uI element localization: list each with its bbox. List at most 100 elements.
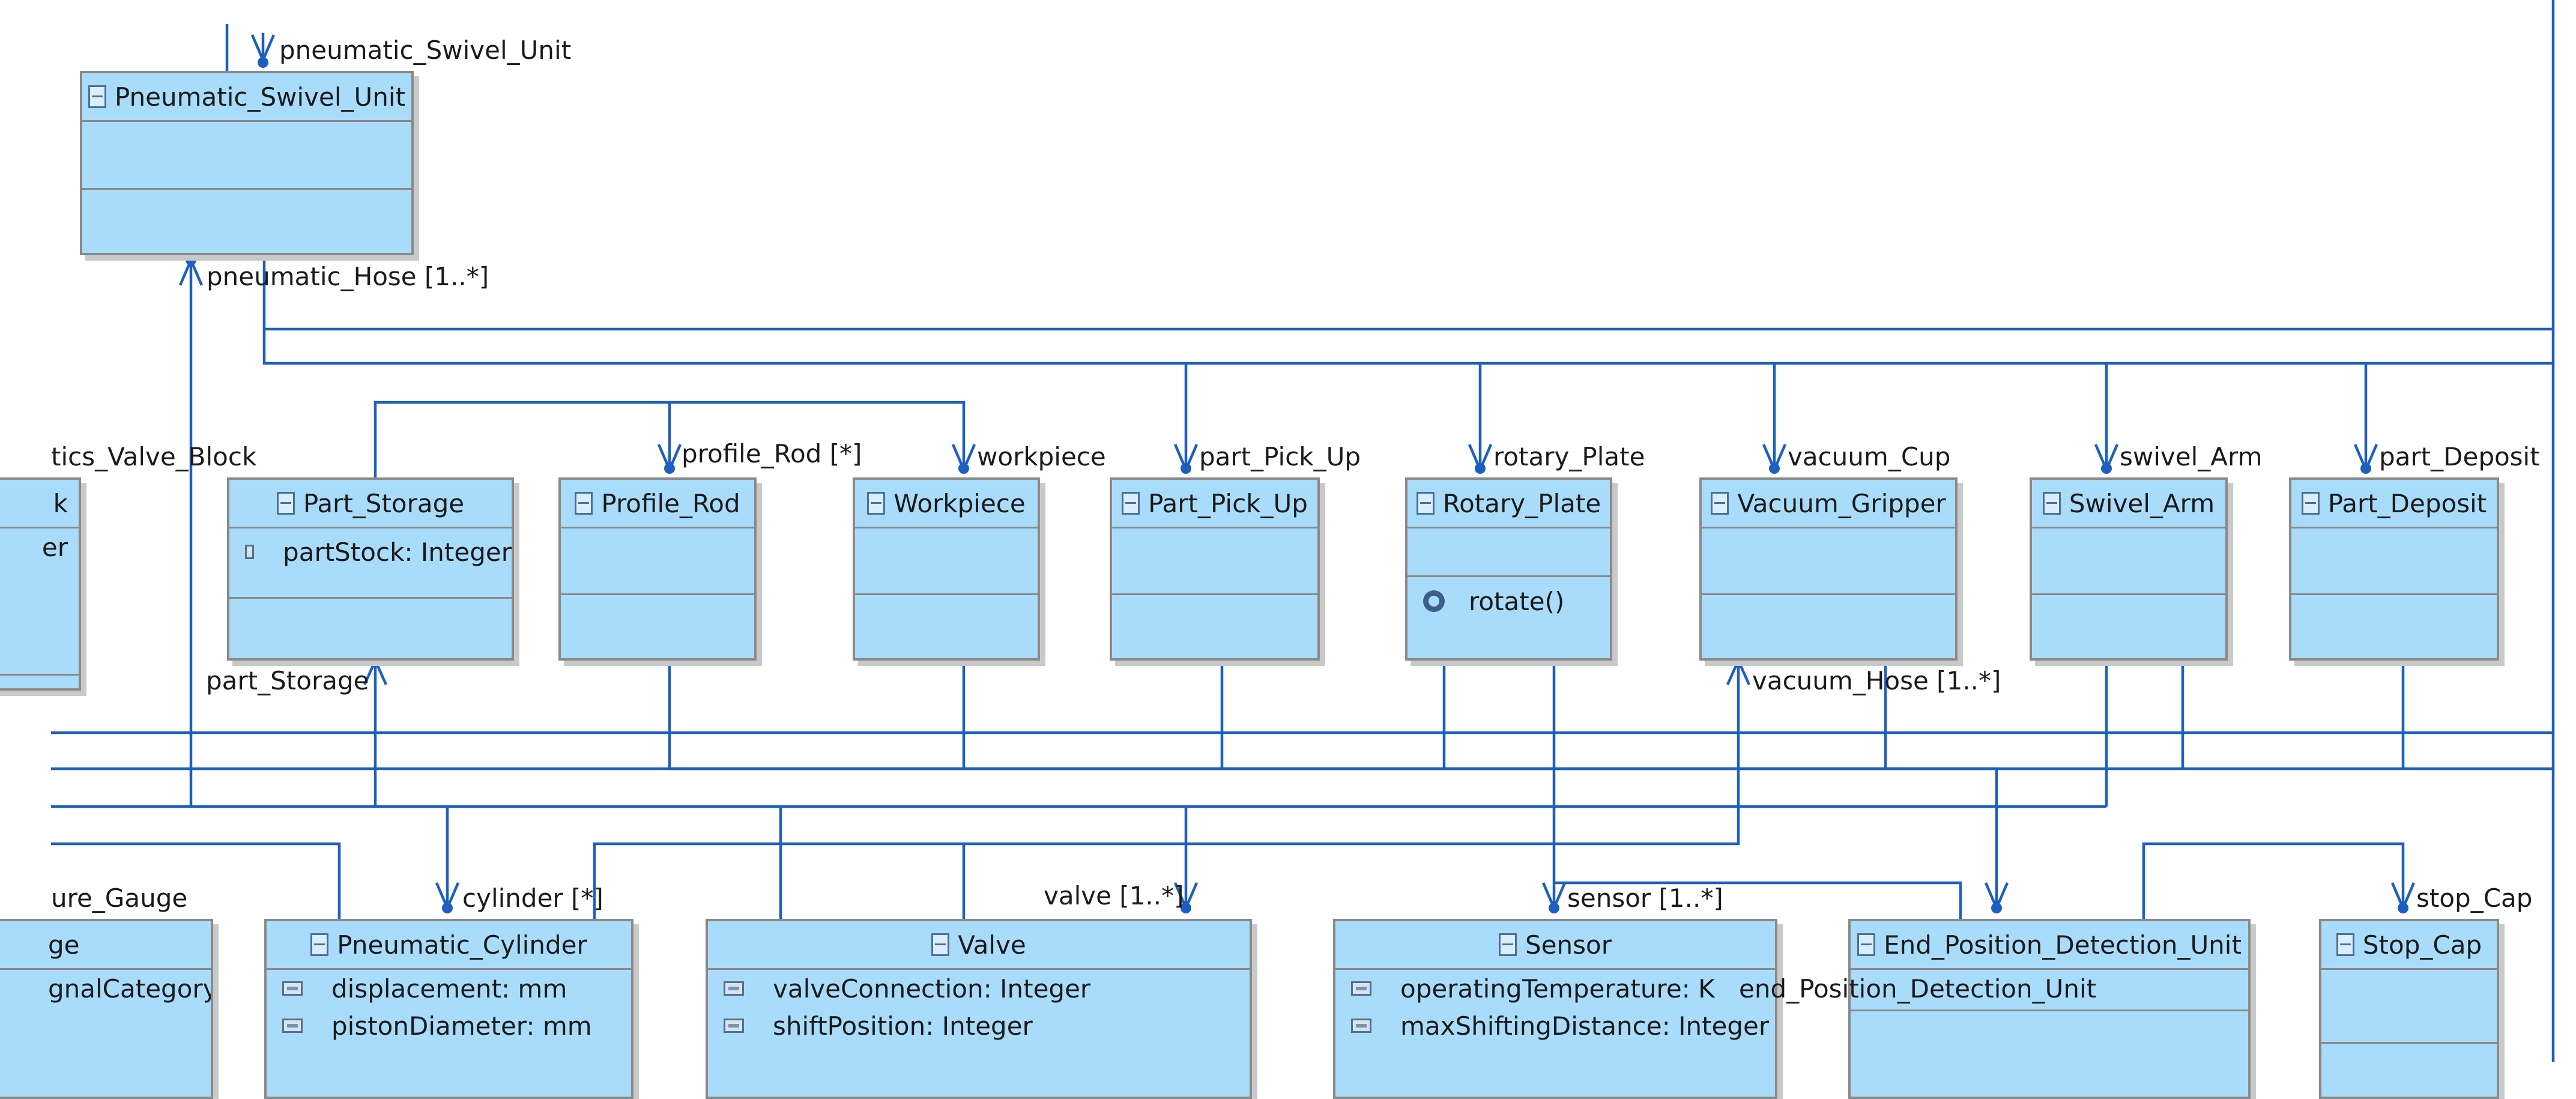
operations-compartment [82,188,411,190]
attributes-compartment [82,122,411,188]
operations-compartment [561,593,754,595]
end-dot [1181,903,1191,913]
block-title: Workpiece [893,488,1026,518]
attributes-compartment [561,528,754,593]
end-dot [258,57,268,68]
property-icon [1351,981,1371,996]
block-part-pick-up[interactable]: Part_Pick_Up [1110,477,1320,661]
block-icon [2301,492,2320,515]
block-header: k [0,480,79,528]
end-dot [186,255,196,265]
block-icon [1416,492,1435,515]
operation-text: rotate() [1469,586,1565,616]
end-dot [2360,463,2371,474]
attribute-row[interactable]: pistonDiameter: mm [267,1007,631,1044]
attribute-row[interactable]: end_Position_Detection_Unit [1739,970,2248,1007]
operations-compartment: rotate() [1407,575,1610,625]
role-label-part-pick-up: part_Pick_Up [1199,442,1361,471]
block-icon [575,492,593,515]
block-title: Part_Pick_Up [1148,488,1308,518]
block-header: Valve [708,921,1250,970]
role-label-stop-cap: stop_Cap [2416,883,2532,913]
connector-profile-rod-down[interactable] [668,661,1998,908]
role-label-cylinder: cylinder [*] [462,883,603,913]
block-title: Sensor [1525,930,1612,960]
block-part-deposit[interactable]: Part_Deposit [2289,477,2499,661]
block-title: Rotary_Plate [1442,488,1601,518]
block-title: k [53,488,68,518]
property-icon [724,1019,744,1033]
attribute-text: displacement: mm [331,973,567,1004]
attribute-row[interactable]: operatingTemperature: K [1335,970,1775,1007]
block-header: Rotary_Plate [1407,480,1610,528]
connector-sensor-end-position [1554,881,1962,919]
connector-stop-cap[interactable] [2142,842,2405,919]
block-title: Vacuum_Gripper [1737,488,1946,518]
block-valve[interactable]: Valve valveConnection: Integer shiftPosi… [706,919,1252,1099]
block-header: Pneumatic_Swivel_Unit [82,73,411,122]
block-title: ge [48,930,80,960]
attribute-text: valveConnection: Integer [773,973,1091,1004]
role-label-pneumatic-swivel-unit: pneumatic_Swivel_Unit [279,35,571,65]
attribute-row[interactable]: maxShiftingDistance: Integer [1335,1007,1775,1044]
end-dot [2398,903,2408,913]
role-label-pressure-gauge: ure_Gauge [51,883,187,913]
block-swivel-arm[interactable]: Swivel_Arm [2030,477,2228,661]
operation-row[interactable]: rotate() [1407,577,1610,625]
block-vacuum-gripper[interactable]: Vacuum_Gripper [1699,477,1958,661]
attribute-text: end_Position_Detection_Unit [1739,973,2097,1004]
attribute-text: maxShiftingDistance: Integer [1400,1011,1770,1041]
property-icon [724,981,744,996]
end-dot [1769,463,1780,474]
block-icon [276,492,295,515]
attribute-row[interactable]: displacement: mm [267,970,631,1007]
role-label-part-storage: part_Storage [206,666,369,695]
block-sensor[interactable]: Sensor operatingTemperature: K maxShifti… [1333,919,1777,1099]
block-partial-left-upper[interactable]: k er [0,477,81,691]
block-end-position-detection-unit[interactable]: End_Position_Detection_Unit end_Position… [1739,919,2251,1099]
block-header: Workpiece [855,480,1038,528]
property-icon [282,1019,303,1033]
end-dot [1475,463,1486,474]
block-pneumatic-cylinder[interactable]: Pneumatic_Cylinder displacement: mm pist… [264,919,633,1099]
operations-compartment [229,597,512,599]
role-label-valve: valve [1..*] [1044,881,1184,910]
end-dot [958,463,969,474]
role-label-valve-block: tics_Valve_Block [51,442,257,471]
end-dot [2101,463,2112,474]
block-title: Valve [958,930,1026,960]
block-stop-cap[interactable]: Stop_Cap [2319,919,2499,1099]
property-icon [1351,1019,1371,1033]
attribute-row[interactable]: shiftPosition: Integer [708,1007,1250,1044]
operations-compartment [1851,1010,2248,1011]
block-part-storage[interactable]: Part_Storage partStock: Integer [227,477,514,661]
block-icon [931,933,950,956]
connector-composition-bus[interactable] [262,255,2553,365]
block-icon [310,933,329,956]
attribute-row[interactable]: valveConnection: Integer [708,970,1250,1007]
attribute-text: operatingTemperature: K [1400,973,1715,1004]
end-dot [1181,463,1191,474]
role-label-rotary-plate: rotary_Plate [1493,442,1645,471]
block-icon [1711,492,1729,515]
block-header: Part_Pick_Up [1112,480,1317,528]
block-profile-rod[interactable]: Profile_Rod [558,477,757,661]
connector-vacuum-hose[interactable] [962,661,1740,919]
block-rotary-plate[interactable]: Rotary_Plate rotate() [1405,477,1612,661]
block-partial-left-lower[interactable]: ge gnalCategory [0,919,213,1099]
role-label-pneumatic-hose: pneumatic_Hose [1..*] [207,262,489,291]
block-icon [88,85,106,108]
attributes-compartment [2291,528,2497,593]
block-header: Part_Storage [229,480,512,528]
role-label-part-deposit: part_Deposit [2379,442,2540,471]
block-workpiece[interactable]: Workpiece [853,477,1040,661]
block-title: Part_Storage [303,488,465,518]
attribute-row[interactable]: partStock: Integer [229,533,512,571]
block-header: Pneumatic_Cylinder [267,921,631,970]
block-pneumatic-swivel-unit[interactable]: Pneumatic_Swivel_Unit [80,71,414,255]
block-title: End_Position_Detection_Unit [1884,930,2242,960]
block-icon [1122,492,1140,515]
attribute-row: er [0,528,79,566]
property-icon [282,981,303,996]
